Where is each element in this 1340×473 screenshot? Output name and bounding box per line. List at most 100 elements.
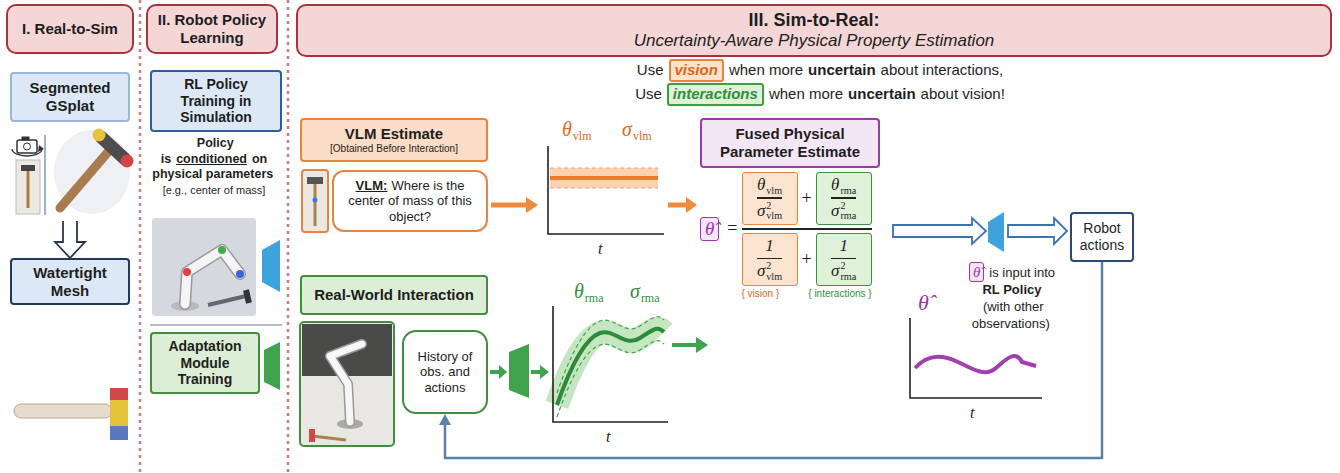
hammer-head bbox=[21, 165, 35, 171]
hammer-cap bbox=[93, 129, 106, 142]
math-script-stack: 2vlm bbox=[766, 261, 782, 282]
divider bbox=[44, 135, 46, 215]
math-base: σ bbox=[757, 201, 765, 221]
label-text: RL Policy bbox=[982, 282, 1041, 297]
axis-label: t bbox=[598, 240, 602, 257]
joint bbox=[218, 246, 226, 254]
text-line: RL Policy bbox=[956, 282, 1068, 299]
text-group: Policy isconditionedon physical paramete… bbox=[144, 136, 284, 199]
node-box: VLM Estimate[Obtained Before Interaction… bbox=[300, 118, 488, 162]
math-symbol: θvlm bbox=[757, 175, 782, 195]
thumbnail-frame bbox=[302, 170, 328, 232]
node-text: Robot actions bbox=[1078, 220, 1126, 253]
label-text: when more bbox=[729, 61, 803, 78]
mesh-head bbox=[110, 400, 128, 426]
connector-line bbox=[445, 262, 1102, 458]
fraction-bar bbox=[742, 228, 872, 230]
camera-lens bbox=[24, 143, 31, 150]
fused-arrows bbox=[893, 218, 1067, 244]
sim-hammer bbox=[208, 296, 246, 305]
hollow-arrow bbox=[893, 218, 986, 244]
camera-body bbox=[17, 140, 37, 153]
node-box: II. Robot Policy Learning bbox=[146, 4, 278, 54]
math-operator: + bbox=[802, 188, 812, 209]
separator bbox=[287, 0, 290, 473]
math-script-stack: 2rma bbox=[840, 201, 856, 222]
math-subscript: rma bbox=[840, 211, 856, 222]
math-label: θrma bbox=[574, 280, 603, 303]
photo-frame bbox=[16, 160, 40, 214]
fraction-bar bbox=[831, 197, 856, 199]
math-subscript: rma bbox=[585, 291, 604, 306]
highlight-word: interactions bbox=[667, 83, 764, 106]
node-box: Real-World Interaction bbox=[300, 275, 488, 315]
math-symbol: σ2vlm bbox=[757, 201, 782, 222]
math-script-stack: 2rma bbox=[840, 261, 856, 282]
gsplat-hammer bbox=[54, 129, 134, 215]
orange-arrows bbox=[491, 197, 697, 213]
arrowhead bbox=[439, 414, 451, 425]
math-base: σ bbox=[831, 261, 839, 281]
term-tag: { vision } bbox=[742, 288, 780, 299]
math-base: θ bbox=[574, 280, 584, 303]
hammer-head bbox=[100, 136, 126, 160]
term-box: θrmaσ2rma bbox=[816, 172, 872, 225]
node-text: Adaptation Module Training bbox=[158, 338, 252, 388]
node-box: Watertight Mesh bbox=[10, 258, 130, 305]
vlm-plot bbox=[548, 146, 664, 234]
estimate-curve bbox=[557, 329, 664, 405]
hammer-handle bbox=[60, 152, 108, 208]
math-base: 1 bbox=[839, 236, 848, 256]
hammer-head bbox=[307, 177, 323, 184]
node-box: Adaptation Module Training bbox=[150, 332, 260, 394]
math-subscript: vlm bbox=[766, 211, 782, 222]
axis-label: t bbox=[606, 428, 610, 445]
math-superscript: 2 bbox=[840, 261, 856, 272]
math-subscript: rma bbox=[840, 272, 856, 283]
math-fraction: 1σ2rma bbox=[831, 236, 856, 283]
hollow-arrow bbox=[1008, 218, 1067, 244]
rotate-head bbox=[38, 145, 44, 152]
math-symbol: σ2rma bbox=[831, 261, 856, 282]
uncertainty-band bbox=[550, 168, 658, 188]
node-box: Robot actions bbox=[1070, 212, 1134, 262]
math-label: t bbox=[970, 400, 974, 423]
text-group: θ̂is input intoRL Policy(with other obse… bbox=[956, 262, 1068, 333]
label-text: is input into bbox=[989, 265, 1055, 280]
math-symbol: σvlm bbox=[622, 118, 652, 141]
math-label: θvlm bbox=[562, 118, 592, 141]
term-box: θvlm σ2vlm bbox=[742, 172, 798, 225]
text-line: Usevisionwhen moreuncertainabout interac… bbox=[540, 58, 1100, 82]
math-superscript: 2 bbox=[840, 201, 856, 212]
node-text: Watertight Mesh bbox=[18, 264, 122, 299]
math-label: t bbox=[606, 424, 610, 447]
math-symbol: θrma bbox=[831, 175, 856, 195]
math-symbol: 1 bbox=[839, 236, 848, 256]
arrow-head bbox=[696, 337, 708, 353]
math-subscript: vlm bbox=[766, 272, 782, 283]
math-subscript: vlm bbox=[573, 129, 592, 144]
text-line: Policy isconditionedon physical paramete… bbox=[144, 136, 284, 183]
denominator: 1σ2vlm+1σ2rma bbox=[742, 233, 872, 286]
math-superscript: 2 bbox=[766, 261, 782, 272]
math-fraction: θvlm σ2vlm bbox=[757, 175, 782, 222]
label-text: conditioned bbox=[176, 152, 247, 166]
math-subscript: rma bbox=[641, 291, 660, 306]
separator bbox=[139, 0, 142, 473]
hammer-handle bbox=[312, 436, 346, 440]
robot-arm bbox=[185, 250, 240, 304]
hammer-head bbox=[309, 429, 315, 442]
photo-thumbnail bbox=[16, 160, 40, 214]
band-edge bbox=[550, 187, 658, 188]
sim-render bbox=[152, 218, 256, 316]
rma-plot bbox=[553, 306, 668, 422]
node-box: History of obs. and actions bbox=[402, 330, 488, 414]
policy-network bbox=[262, 240, 280, 292]
math-subscript: rma bbox=[840, 185, 856, 196]
vlm-thumbnail bbox=[302, 170, 328, 232]
term-box: 1σ2rma bbox=[816, 233, 872, 286]
arrow-line bbox=[491, 203, 528, 208]
math-symbol: σ2vlm bbox=[757, 261, 782, 282]
label-text: uncertain bbox=[848, 85, 916, 102]
